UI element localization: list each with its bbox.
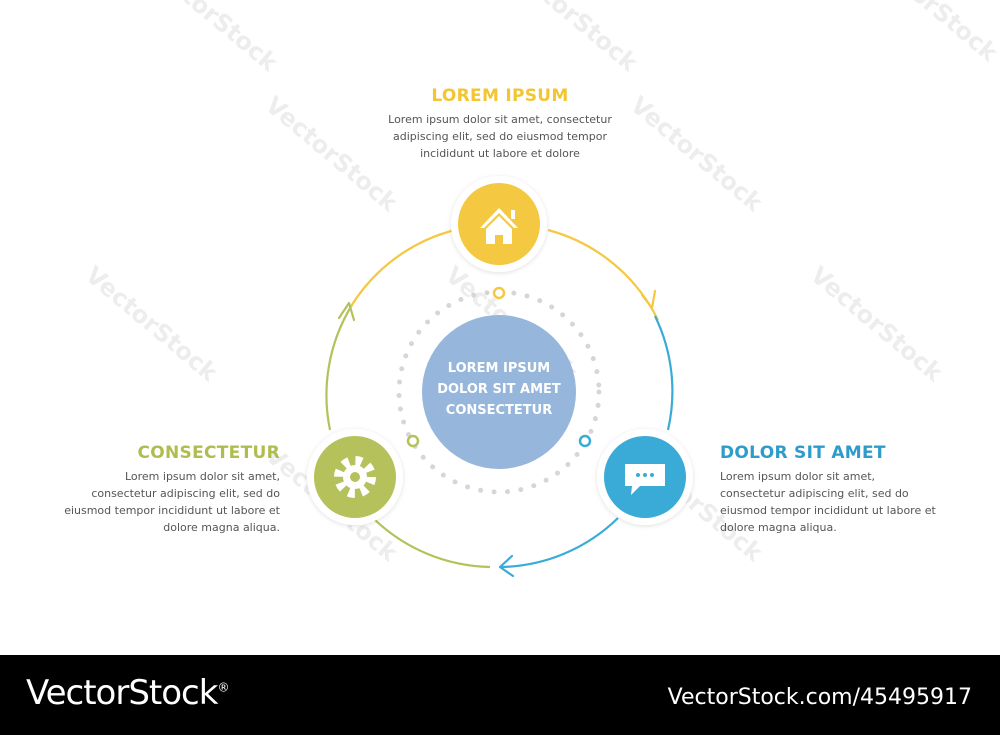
top-item-line: Lorem ipsum dolor sit amet, consectetur bbox=[388, 113, 612, 126]
gear-icon bbox=[334, 456, 376, 498]
top-item-line: incididunt ut labore et dolore bbox=[420, 147, 580, 160]
arc-left-to-top bbox=[349, 228, 456, 309]
right-item-title: DOLOR SIT AMET bbox=[720, 443, 886, 463]
arc-bottom-to-left bbox=[371, 516, 491, 569]
center-line: CONSECTETUR bbox=[445, 403, 553, 418]
arc-right-to-bottom bbox=[654, 315, 674, 431]
arc-top-to-right bbox=[547, 228, 659, 321]
footer-image-id[interactable]: VectorStock.com/45495917 bbox=[667, 685, 972, 710]
arrow-bottom-icon bbox=[498, 554, 515, 578]
center-text: LOREM IPSUM DOLOR SIT AMET CONSECTETUR bbox=[420, 358, 578, 421]
arc-left bbox=[325, 304, 353, 431]
center-circle bbox=[422, 315, 576, 469]
marker-dot-left bbox=[406, 434, 420, 448]
arrow-up-icon bbox=[337, 301, 356, 322]
right-item-line: eiusmod tempor incididunt ut labore et bbox=[720, 504, 936, 517]
arrow-right-icon bbox=[640, 289, 657, 310]
footer-logo[interactable]: VectorStock® bbox=[26, 673, 229, 713]
infographic-canvas: VectorStock VectorStock VectorStock Vect… bbox=[20, 0, 1000, 578]
center-line: DOLOR SIT AMET bbox=[437, 382, 561, 397]
left-item-line: dolore magna aliqua. bbox=[163, 521, 280, 534]
center-line: LOREM IPSUM bbox=[447, 361, 551, 376]
top-item-line: adipiscing elit, sed do eiusmod tempor bbox=[393, 130, 607, 143]
left-item-line: Lorem ipsum dolor sit amet, bbox=[124, 470, 280, 483]
cycle-diagram bbox=[307, 176, 693, 578]
marker-dot-top bbox=[492, 286, 506, 300]
right-item-line: Lorem ipsum dolor sit amet, bbox=[720, 470, 876, 483]
left-item-description: Lorem ipsum dolor sit amet, consectetur … bbox=[20, 468, 280, 536]
chat-icon bbox=[625, 464, 665, 495]
top-item-title: LOREM IPSUM bbox=[431, 86, 569, 106]
left-item-title: CONSECTETUR bbox=[137, 443, 280, 463]
top-item-description: Lorem ipsum dolor sit amet, consectetur … bbox=[350, 111, 650, 162]
registered-mark: ® bbox=[217, 680, 229, 695]
left-item-line: consectetur adipiscing elit, sed do bbox=[91, 487, 280, 500]
left-item-line: eiusmod tempor incididunt ut labore et bbox=[64, 504, 280, 517]
right-item-description: Lorem ipsum dolor sit amet, consectetur … bbox=[720, 468, 980, 536]
right-item-line: consectetur adipiscing elit, sed do bbox=[720, 487, 909, 500]
home-icon bbox=[480, 208, 518, 244]
footer-logo-text: VectorStock bbox=[26, 673, 218, 713]
arc-right-lower bbox=[499, 517, 619, 569]
footer-bar: VectorStock® VectorStock.com/45495917 bbox=[0, 655, 1000, 735]
marker-dot-right bbox=[578, 434, 592, 448]
right-item-line: dolore magna aliqua. bbox=[720, 521, 837, 534]
